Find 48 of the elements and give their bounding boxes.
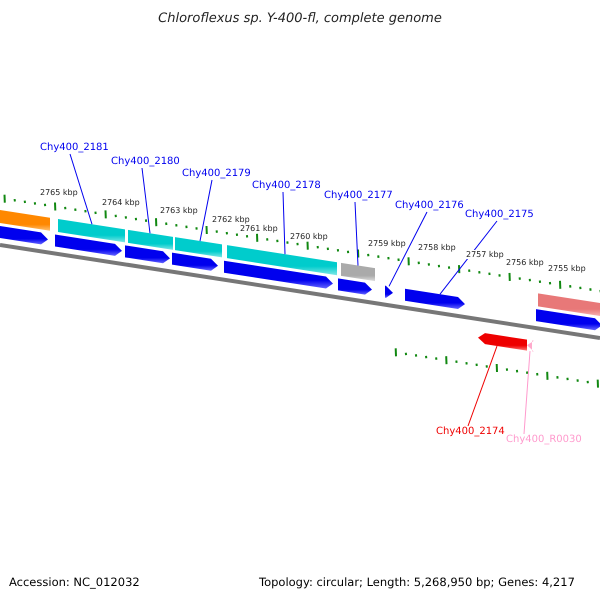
gene-label: Chy400_2179 xyxy=(182,168,251,179)
gene-feature xyxy=(341,262,375,282)
gene-label: Chy400_2174 xyxy=(436,426,505,437)
scale-label: 2757 kbp xyxy=(466,250,504,259)
gene-feature xyxy=(128,230,173,250)
footer-text: Topology: circular; Length: 5,268,950 bp; Genes: 4,217 xyxy=(259,576,575,588)
gene-feature xyxy=(338,278,372,295)
gene-feature xyxy=(0,226,48,244)
scale-label: 2761 kbp xyxy=(240,224,278,233)
leader-line xyxy=(524,350,530,434)
leader-line xyxy=(468,346,498,426)
scale-label: 2763 kbp xyxy=(160,206,198,215)
gene-feature xyxy=(175,237,222,258)
gene-feature xyxy=(224,260,333,289)
gene-feature xyxy=(538,293,600,316)
footer-text: Accession: NC_012032 xyxy=(9,576,140,588)
gene-label: Chy400_2180 xyxy=(111,156,180,167)
scale-label: 2760 kbp xyxy=(290,232,328,241)
gene-feature xyxy=(0,210,50,231)
gene-feature xyxy=(227,245,337,276)
gene-label: Chy400_R0030 xyxy=(506,434,582,445)
gene-feature xyxy=(385,286,393,298)
scale-label: 2755 kbp xyxy=(548,264,586,273)
leader-line xyxy=(70,154,92,225)
scale-label: 2756 kbp xyxy=(506,258,544,267)
leader-line xyxy=(142,168,150,234)
scale-label: 2765 kbp xyxy=(40,188,78,197)
scale-label: 2758 kbp xyxy=(418,243,456,252)
diagram-title: Chloroflexus sp. Y-400-fl, complete genome xyxy=(157,11,443,27)
gene-label: Chy400_2181 xyxy=(40,142,109,153)
leader-line xyxy=(388,212,428,287)
gene-feature xyxy=(58,219,125,242)
leader-line xyxy=(200,180,212,242)
leader-line xyxy=(354,202,358,266)
gene-label: Chy400_2175 xyxy=(465,209,534,220)
gene-label: Chy400_2177 xyxy=(324,190,393,201)
gene-feature xyxy=(405,288,465,309)
gene-feature xyxy=(172,252,218,271)
leader-line xyxy=(282,192,286,255)
gene-feature xyxy=(536,309,600,330)
scale-label: 2762 kbp xyxy=(212,215,250,224)
gene-label: Chy400_2178 xyxy=(252,180,321,191)
leader-line xyxy=(440,220,498,295)
gene-feature xyxy=(55,234,122,256)
gene-feature xyxy=(125,245,170,264)
gene-label: Chy400_2176 xyxy=(395,200,464,211)
scale-label: 2764 kbp xyxy=(102,198,140,207)
scale-label: 2759 kbp xyxy=(368,239,406,248)
